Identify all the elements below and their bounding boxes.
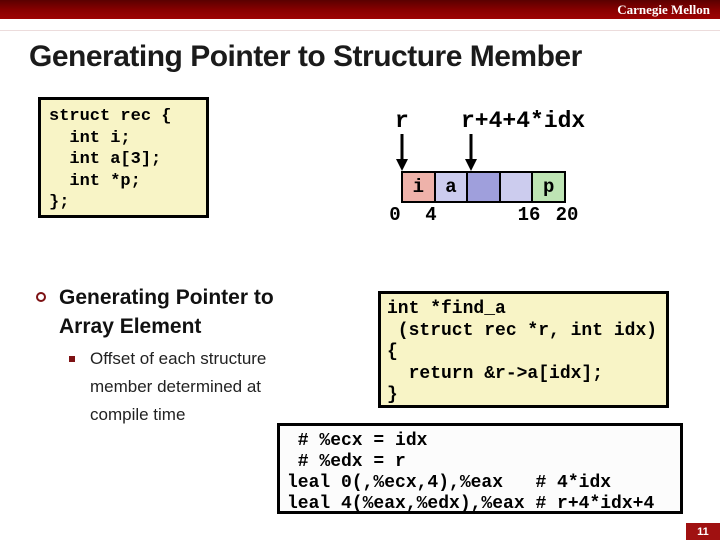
pointer-label-r: r: [395, 108, 409, 134]
bullet-square-icon: [69, 356, 75, 362]
offset-label-4: 4: [425, 204, 437, 226]
find-a-function-code-box: int *find_a (struct rec *r, int idx) { r…: [378, 291, 669, 408]
memory-cell-label: a: [445, 176, 457, 198]
bullet-main-text: Generating Pointer to Array Element: [59, 286, 274, 338]
struct-definition-code-box: struct rec { int i; int a[3]; int *p; };: [38, 97, 209, 218]
offset-label-16: 16: [517, 204, 541, 226]
header-divider: [0, 30, 720, 31]
page-title: Generating Pointer to Structure Member: [29, 40, 582, 73]
memory-cell-a2: [498, 171, 534, 203]
bullet-sub-text: Offset of each structure member determin…: [90, 349, 267, 424]
memory-cell-p: p: [531, 171, 566, 203]
memory-cell-label: i: [412, 176, 424, 198]
pointer-label-expression: r+4+4*idx: [461, 108, 586, 134]
bullet-circle-icon: [36, 292, 46, 302]
offset-label-0: 0: [389, 204, 401, 226]
memory-cells-row: i a p: [401, 171, 566, 203]
memory-cell-a-idx: [466, 171, 501, 203]
assembly-code-box: # %ecx = idx # %edx = r leal 0(,%ecx,4),…: [277, 423, 683, 514]
memory-cell-i: i: [401, 171, 436, 203]
offset-label-20: 20: [555, 204, 579, 226]
header-band: Carnegie Mellon: [0, 0, 720, 19]
page-number-badge: 11: [686, 523, 720, 540]
memory-cell-a0: a: [433, 171, 469, 203]
memory-cell-label: p: [542, 176, 555, 198]
brand-text: Carnegie Mellon: [617, 2, 710, 17]
pointer-arrows-icon: [396, 134, 477, 171]
